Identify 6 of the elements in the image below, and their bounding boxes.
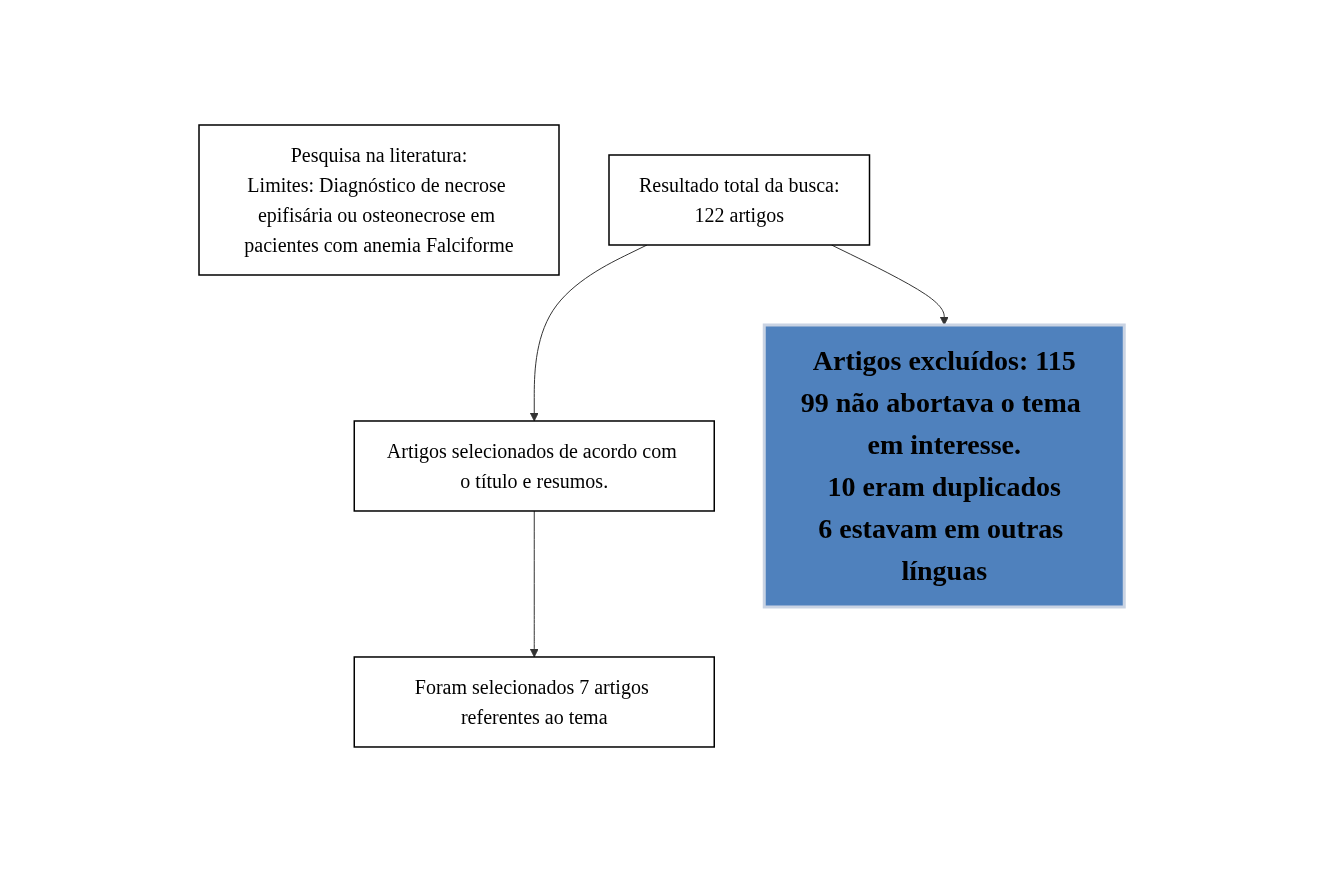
node-box: Artigos excluídos: 115 99 não abortava o tema em interesse. 10 eram duplicados 6 estavam em outras línguas bbox=[763, 323, 1127, 609]
arrow bbox=[530, 510, 540, 658]
node-box: Pesquisa na literatura: Limites: Diagnóstico de necrose epifisária ou osteonecrose em pacientes com anemia Falciforme bbox=[198, 124, 561, 276]
node-box: Artigos selecionados de acordo com o título e resumos. bbox=[353, 420, 716, 512]
node-box: Resultado total da busca: 122 artigos bbox=[608, 154, 871, 246]
node-box: Foram selecionados 7 artigos referentes ao tema bbox=[353, 656, 716, 748]
